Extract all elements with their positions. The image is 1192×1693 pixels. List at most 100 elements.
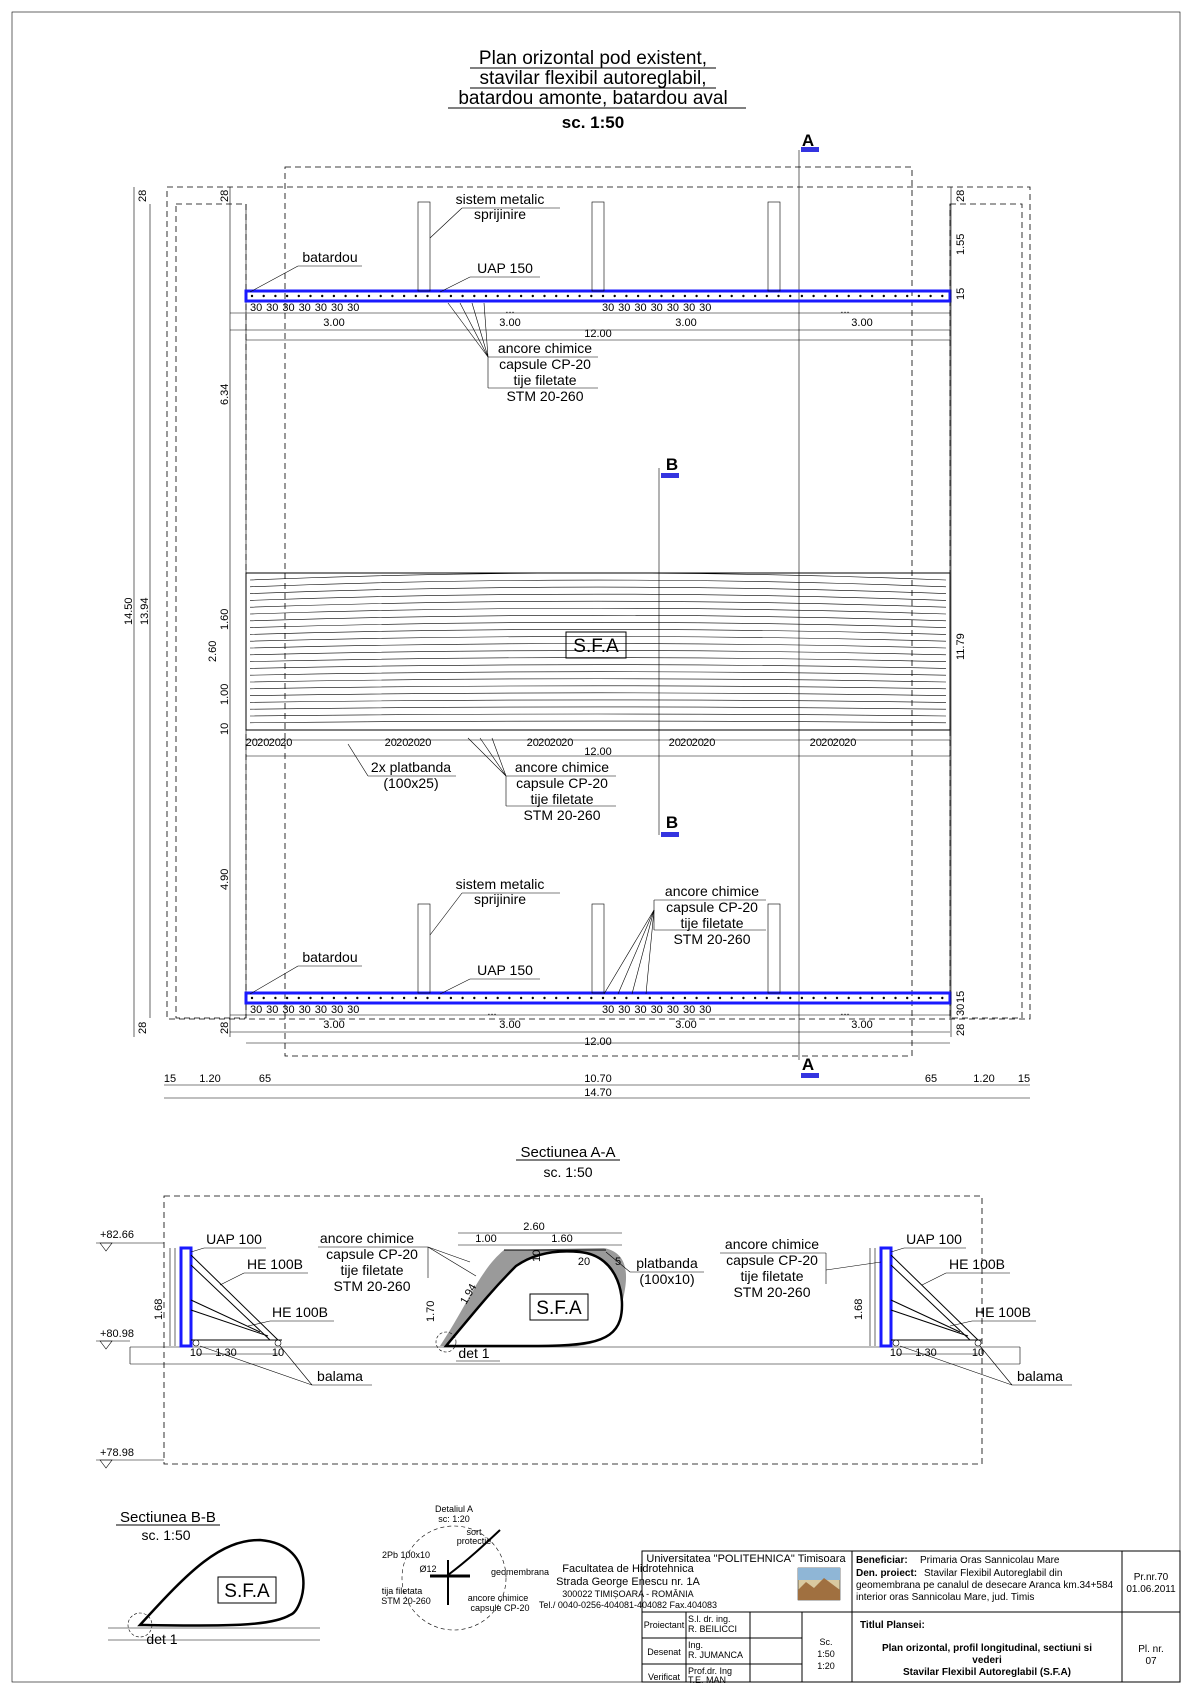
sfa-section-shape: S.F.A — [435, 1248, 627, 1353]
dim-value: 30 — [618, 1004, 630, 1016]
svg-text:2Pb 100x10: 2Pb 100x10 — [382, 1550, 430, 1560]
dim-value: 30 — [667, 302, 679, 314]
dim-value: 30 — [634, 1004, 646, 1016]
sheet-border — [11, 11, 1181, 1683]
detail-a: Detaliul A sc: 1:20 sort protectie 2Pb 1… — [381, 1504, 549, 1631]
upper-dim-300-3: 3.00 — [675, 317, 696, 329]
svg-text:28: 28 — [137, 190, 149, 202]
svg-text:capsule CP-20: capsule CP-20 — [666, 899, 758, 915]
dim-value: 20 — [257, 737, 269, 749]
dim-value: 30 — [683, 302, 695, 314]
lower-uap150-label: UAP 150 — [477, 962, 533, 978]
svg-text:10: 10 — [890, 1347, 902, 1359]
sfa-dim-1200: 12.00 — [584, 746, 612, 758]
dim-value: 30 — [699, 1004, 711, 1016]
left-bracket — [169, 1246, 282, 1355]
lower-metal-supports — [417, 903, 781, 994]
section-aa-scale: sc. 1:50 — [543, 1164, 592, 1180]
plan-scale: sc. 1:50 — [562, 113, 624, 132]
elevation-middle: +80.98 — [100, 1328, 134, 1340]
svg-text:14.70: 14.70 — [584, 1087, 612, 1099]
svg-text:11.79: 11.79 — [955, 633, 967, 660]
he100b-right-label-2: HE 100B — [975, 1304, 1031, 1320]
dim-value: 20 — [844, 737, 856, 749]
upper-support-label-2: sprijinire — [474, 206, 526, 222]
svg-text:28: 28 — [219, 190, 231, 202]
dim-value: 30 — [250, 1004, 262, 1016]
tb-proiect-line-2: geomembrana pe canalul de desecare Aranc… — [856, 1580, 1114, 1591]
svg-text:6.34: 6.34 — [219, 384, 231, 405]
dim-value: 30 — [634, 302, 646, 314]
svg-text:Ø12: Ø12 — [419, 1564, 436, 1574]
svg-text:R. JUMANCA: R. JUMANCA — [688, 1650, 743, 1660]
dim-value: 30 — [602, 1004, 614, 1016]
svg-text:65: 65 — [259, 1073, 271, 1085]
svg-text:15: 15 — [164, 1073, 176, 1085]
tb-university: Universitatea "POLITEHNICA" Timisoara — [646, 1553, 846, 1565]
plan-title: Plan orizontal pod existent, stavilar fl… — [448, 48, 746, 132]
svg-text:Sc.: Sc. — [819, 1637, 832, 1647]
dim-value: 30 — [250, 302, 262, 314]
plan-dims-left: 28 28 6.34 2.60 1.60 1.00 10 4.90 28 28 … — [123, 187, 231, 1037]
svg-text:capsule CP-20: capsule CP-20 — [326, 1246, 418, 1262]
tb-faculty: Facultatea de Hidrotehnica — [562, 1563, 694, 1575]
svg-text:ancore chimice: ancore chimice — [320, 1230, 414, 1246]
tb-city: 300022 TIMIȘOARA - ROMÂNIA — [562, 1589, 693, 1599]
dim-value: 30 — [347, 302, 359, 314]
lower-ellipsis-2: ... — [840, 1006, 849, 1018]
svg-text:1.30: 1.30 — [915, 1347, 936, 1359]
dim-value: 20 — [527, 737, 539, 749]
svg-text:Pl. nr.: Pl. nr. — [1138, 1644, 1164, 1655]
lower-ellipsis-1: ... — [487, 1006, 496, 1018]
svg-text:2.60: 2.60 — [523, 1221, 544, 1233]
tb-proiect-line-3: interior oras Sannicolau Mare, jud. Timi… — [856, 1592, 1034, 1603]
dim-value: 20 — [396, 737, 408, 749]
plan-dims-bottom: 15 1.20 65 10.70 65 1.20 15 14.70 — [164, 1073, 1030, 1099]
svg-text:1.00: 1.00 — [219, 684, 231, 705]
svg-text:T.E. MAN: T.E. MAN — [688, 1675, 726, 1685]
section-bb: Sectiunea B-B sc. 1:50 S.F.A det 1 — [108, 1509, 320, 1647]
svg-text:1.00: 1.00 — [475, 1233, 496, 1245]
dim-value: 30 — [667, 1004, 679, 1016]
upper-anchor-label: ancore chimice capsule CP-20 tije fileta… — [447, 302, 598, 404]
dim-value: 30 — [299, 1004, 311, 1016]
dim-value: 30 — [282, 1004, 294, 1016]
det1-label-bb: det 1 — [146, 1631, 177, 1647]
section-b-label-bottom: B — [666, 813, 678, 832]
svg-text:ancore chimice: ancore chimice — [725, 1236, 819, 1252]
dim-value: 20 — [821, 737, 833, 749]
svg-text:1.60: 1.60 — [551, 1233, 572, 1245]
svg-text:15: 15 — [1018, 1073, 1030, 1085]
cofferdam-outer-outline — [166, 186, 1031, 1020]
svg-text:4.90: 4.90 — [219, 869, 231, 890]
svg-text:S.l. dr. ing.: S.l. dr. ing. — [688, 1614, 731, 1624]
svg-text:10: 10 — [219, 723, 231, 735]
sfa-contour-lines — [249, 572, 947, 724]
svg-text:1.30: 1.30 — [215, 1347, 236, 1359]
section-b-label-top: B — [666, 455, 678, 474]
title-block: Universitatea "POLITEHNICA" Timisoara Fa… — [539, 1550, 1181, 1685]
svg-text:2x platbanda: 2x platbanda — [371, 759, 451, 775]
svg-text:10.70: 10.70 — [584, 1073, 612, 1085]
svg-text:STM 20-260: STM 20-260 — [381, 1596, 431, 1606]
upper-ellipsis-2: ... — [840, 304, 849, 316]
svg-text:Prof.dr. Ing: Prof.dr. Ing — [688, 1666, 732, 1676]
section-aa: Sectiunea A-A sc. 1:50 +82.66 +80.98 +78… — [96, 1144, 1072, 1469]
section-bb-title: Sectiunea B-B — [120, 1509, 216, 1526]
svg-text:1:50: 1:50 — [817, 1649, 835, 1659]
svg-text:platbanda: platbanda — [636, 1255, 698, 1271]
sfa-anchor-label: ancore chimice capsule CP-20 tije fileta… — [467, 737, 616, 823]
svg-text:1:20: 1:20 — [817, 1661, 835, 1671]
dim-value: 30 — [683, 1004, 695, 1016]
svg-text:15: 15 — [955, 991, 967, 1003]
upper-support-label-1: sistem metalic — [456, 191, 545, 207]
sfa-bb-label: S.F.A — [224, 1581, 270, 1602]
svg-text:ancore chimice: ancore chimice — [498, 340, 592, 356]
svg-text:tije filetate: tije filetate — [740, 1268, 803, 1284]
svg-text:28: 28 — [955, 1024, 967, 1036]
uap100-left-label: UAP 100 — [206, 1231, 262, 1247]
svg-text:1.68: 1.68 — [153, 1299, 165, 1320]
svg-text:vederi: vederi — [972, 1655, 1002, 1666]
